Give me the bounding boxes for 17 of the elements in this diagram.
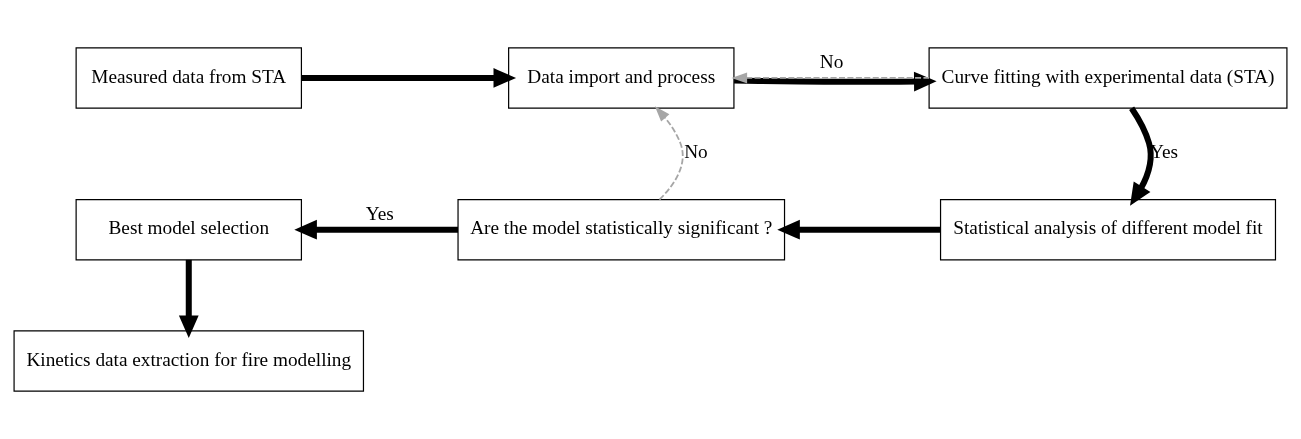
arrow <box>731 72 930 84</box>
node-box: Measured data from STA <box>75 47 303 109</box>
edge-label: Yes <box>365 202 394 224</box>
node-box: Kinetics data extraction for fire modelling <box>13 330 365 392</box>
arrow <box>301 68 517 88</box>
arrow <box>777 219 941 240</box>
node-box: Curve fitting with experimental data (STA) <box>928 47 1288 109</box>
node-box: Best model selection <box>75 199 303 261</box>
arrow <box>734 71 937 92</box>
edge-label: No <box>684 141 708 163</box>
node-box: Are the model statistically significant ? <box>457 199 786 261</box>
node-box: Statistical analysis of different model fit <box>939 199 1277 261</box>
arrow <box>654 106 684 201</box>
arrow <box>1129 106 1154 206</box>
arrow <box>178 259 199 339</box>
node-box: Data import and process <box>508 47 735 109</box>
edge-label: No <box>819 51 844 73</box>
